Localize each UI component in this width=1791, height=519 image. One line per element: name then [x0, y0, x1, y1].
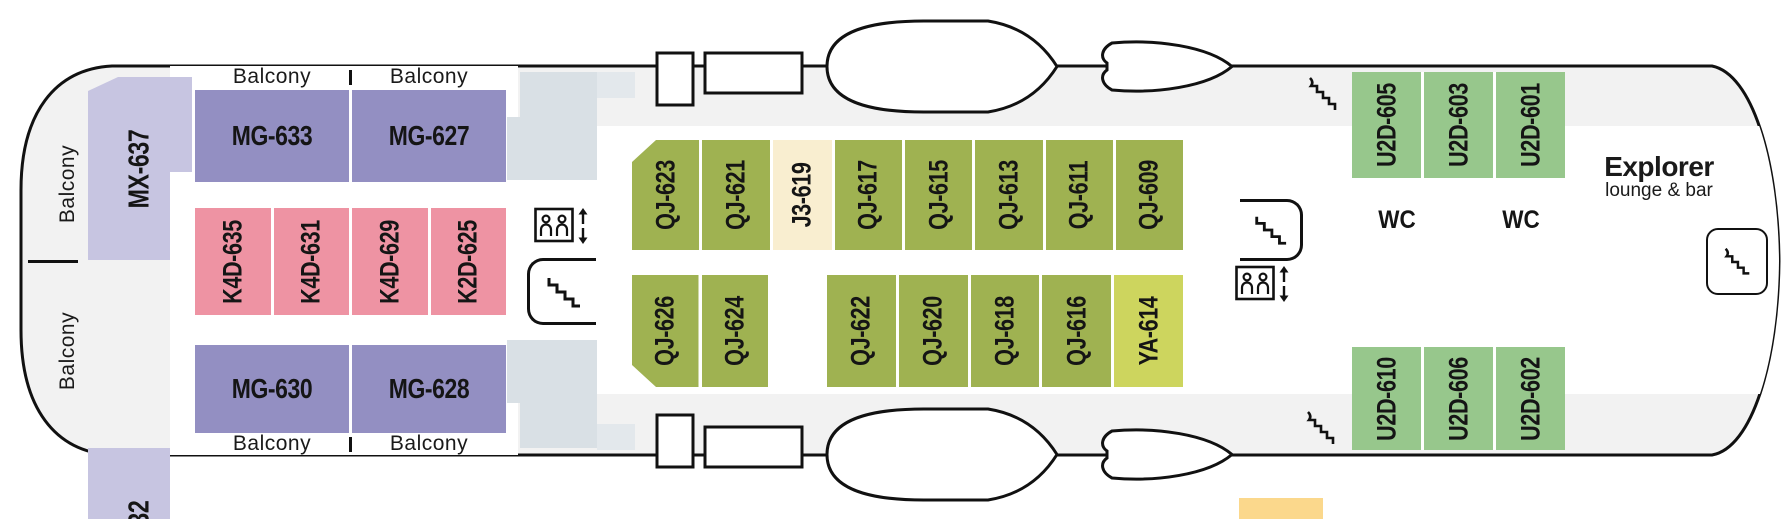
deck-structure [703, 51, 804, 95]
balcony-label: Balcony [232, 432, 312, 455]
cabin-U2D-603[interactable]: U2D-603 [1424, 72, 1493, 178]
cabin-U2D-610[interactable]: U2D-610 [1352, 347, 1421, 450]
lifeboat [1101, 40, 1235, 93]
cabin-U2D-601[interactable]: U2D-601 [1496, 72, 1565, 178]
stairs-icon [527, 258, 596, 325]
wc-label: WC [1378, 206, 1416, 234]
cabin-QJ-626[interactable]: QJ-626 [632, 275, 699, 387]
cabin-U2D-606[interactable]: U2D-606 [1424, 347, 1493, 450]
cabin-QJ-613[interactable]: QJ-613 [975, 140, 1043, 250]
balcony-label: Balcony [56, 311, 79, 391]
stairs-zigzag-icon [1308, 77, 1337, 110]
mast-block [655, 413, 695, 469]
explorer-lounge-label: Explorer lounge & bar [1585, 151, 1733, 202]
kd-row: K4D-635 K4D-631 K4D-629 K2D-625 [195, 208, 506, 315]
balcony-strip-top: Balcony Balcony [195, 64, 506, 90]
cabin-K4D-631[interactable]: K4D-631 [273, 208, 349, 315]
service-area [507, 117, 597, 180]
cabin-K4D-635[interactable]: K4D-635 [195, 208, 271, 315]
cabin-QJ-615[interactable]: QJ-615 [904, 140, 973, 250]
stairs-icon [1240, 199, 1303, 261]
service-area [507, 340, 597, 403]
cabin-MG-627[interactable]: MG-627 [352, 90, 506, 182]
wc-label: WC [1502, 206, 1540, 234]
funnel [825, 19, 1059, 114]
cabin-QJ-623[interactable]: QJ-623 [632, 140, 700, 250]
cabin-QJ-618[interactable]: QJ-618 [970, 275, 1040, 387]
lifeboat [1101, 428, 1235, 481]
service-area [597, 72, 635, 98]
explorer-subtitle: lounge & bar [1605, 180, 1713, 201]
cabin-QJ-611[interactable]: QJ-611 [1045, 140, 1113, 250]
mg-forward-row: MG-633 MG-627 [195, 90, 506, 182]
balcony-divider [28, 260, 78, 263]
service-area [520, 403, 597, 448]
balcony-divider [349, 69, 352, 85]
cabin-QJ-624[interactable]: QJ-624 [701, 275, 768, 387]
balcony-strip-bottom: Balcony Balcony [195, 431, 506, 457]
cabin-AJ-607[interactable]: AJ-607 [1239, 498, 1323, 519]
cabin-MG-628[interactable]: MG-628 [352, 345, 506, 433]
cabin-K4D-629[interactable]: K4D-629 [352, 208, 428, 315]
balcony-label: Balcony [389, 432, 469, 455]
cabin-QJ-620[interactable]: QJ-620 [898, 275, 968, 387]
u2d-bottom-group: U2D-610 U2D-606 U2D-602 [1352, 347, 1565, 450]
service-area [520, 72, 597, 117]
balcony-label: Balcony [389, 65, 469, 88]
midship-bottom-row-forward: QJ-626 QJ-624 [632, 275, 768, 387]
cabin-MG-630[interactable]: MG-630 [195, 345, 349, 433]
elevator-icon [1235, 265, 1289, 302]
funnel [825, 407, 1059, 502]
stairs-zigzag-icon [1306, 411, 1335, 444]
explorer-title: Explorer [1604, 151, 1714, 182]
mg-aft-row: MG-630 MG-628 [195, 345, 506, 433]
superstructure-shapes-top [655, 19, 1235, 114]
cabin-YA-614[interactable]: YA-614 [1114, 275, 1183, 387]
cabin-QJ-617[interactable]: QJ-617 [834, 140, 902, 250]
cabin-K2D-625[interactable]: K2D-625 [430, 208, 506, 315]
mast-block [655, 51, 695, 107]
service-area [597, 424, 635, 450]
cabin-MG-633[interactable]: MG-633 [195, 90, 349, 182]
cabin-U2D-602[interactable]: U2D-602 [1496, 347, 1565, 450]
cabin-QJ-621[interactable]: QJ-621 [702, 140, 770, 250]
stairs-icon [1706, 228, 1768, 295]
balcony-label: Balcony [56, 144, 79, 224]
cabin-QJ-609[interactable]: QJ-609 [1115, 140, 1184, 250]
balcony-label: Balcony [232, 65, 312, 88]
deck-structure [703, 425, 804, 469]
u2d-top-group: U2D-605 U2D-603 U2D-601 [1352, 72, 1565, 178]
superstructure-shapes-bottom [655, 407, 1235, 502]
balcony-divider [349, 436, 352, 452]
cabin-QJ-622[interactable]: QJ-622 [827, 275, 896, 387]
cabin-J3-619[interactable]: J3-619 [772, 140, 832, 250]
cabin-QJ-616[interactable]: QJ-616 [1042, 275, 1112, 387]
elevator-icon [534, 207, 588, 244]
midship-bottom-row-aft: QJ-622 QJ-620 QJ-618 QJ-616 YA-614 [827, 275, 1183, 387]
cabin-U2D-605[interactable]: U2D-605 [1352, 72, 1421, 178]
midship-top-row: QJ-623 QJ-621 J3-619 QJ-617 QJ-615 QJ-61… [632, 140, 1184, 250]
